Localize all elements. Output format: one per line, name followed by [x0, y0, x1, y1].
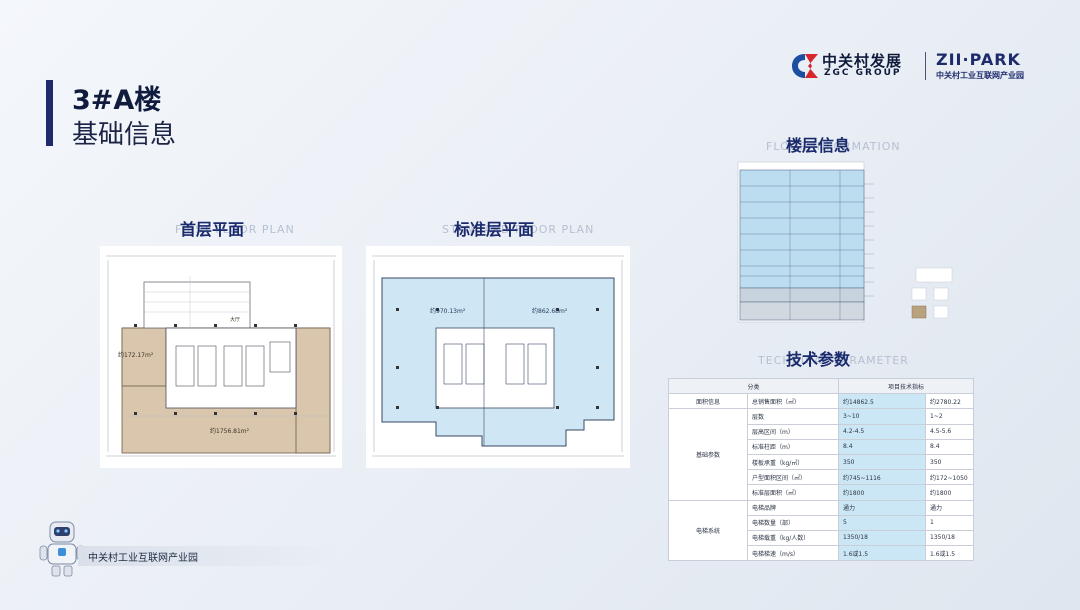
table-header-row: 分类 项目技术指标	[668, 377, 974, 395]
page-title: 3#A楼	[72, 85, 162, 116]
first-floor-title: 首层平面	[180, 220, 245, 239]
table-value-cell: 4.5-5.6	[925, 423, 974, 440]
table-group-cell: 面积信息	[668, 393, 748, 410]
table-row: 基础参数 层数 3~10 1~2	[668, 408, 974, 501]
table-value-cell: 约1800	[925, 484, 974, 501]
table-item-cell: 电梯载重（kg/人数）	[747, 529, 839, 547]
table-header-index: 项目技术指标	[838, 377, 974, 395]
table-value-cell: 通力	[838, 499, 926, 516]
table-row: 标准柱距（m） 8.4 8.4	[669, 438, 974, 455]
zgc-logo-icon	[792, 54, 818, 78]
standard-floor-plan	[366, 246, 630, 468]
table-item-cell: 总销售面积（㎡）	[747, 393, 839, 410]
floor-info-title: 楼层信息	[786, 136, 851, 155]
tech-title: 技术参数	[786, 350, 851, 369]
zgc-logo-en: ZGC GROUP	[824, 68, 902, 78]
table-row: 电梯梯速（m/s） 1.6或1.5 1.6或1.5	[669, 545, 974, 562]
table-item-cell: 户型面积区间（㎡）	[747, 469, 839, 486]
table-value-cell: 350	[838, 453, 926, 471]
table-value-cell: 4.2-4.5	[838, 423, 926, 440]
table-value-cell: 约14862.5	[838, 393, 926, 410]
zii-park-logo: ZII·PARK	[936, 50, 1021, 69]
zii-park-logo-cn: 中关村工业互联网产业园	[936, 71, 1024, 80]
table-value-cell: 约2780.22	[925, 393, 974, 410]
table-value-cell: 约745~1116	[838, 469, 926, 486]
table-group-cell: 电梯系统	[668, 499, 748, 562]
table-value-cell: 约172~1050	[925, 469, 974, 486]
first-floor-area-2: 约1756.81m²	[210, 428, 250, 435]
table-value-cell: 1.6或1.5	[925, 545, 974, 562]
table-group-cell: 基础参数	[668, 408, 748, 501]
page-subtitle: 基础信息	[72, 120, 177, 150]
tech-shadow-title: TECHNICAL PARAMETER	[758, 354, 909, 367]
table-value-cell: 1	[925, 514, 974, 531]
table-item-cell: 电梯梯速（m/s）	[747, 545, 839, 562]
table-item-cell: 楼板承重（kg/㎡）	[747, 453, 839, 471]
logo-divider	[925, 52, 926, 80]
table-value-cell: 5	[838, 514, 926, 531]
table-value-cell: 1.6或1.5	[838, 545, 926, 562]
building-elevation	[737, 161, 953, 323]
table-item-cell: 标准层面积（㎡）	[747, 484, 839, 501]
floor-info-shadow-title: FLOOR INFORMATION	[766, 140, 901, 153]
standard-floor-title: 标准层平面	[454, 220, 535, 239]
first-floor-shadow-title: FIRST FLOOR PLAN	[175, 223, 295, 236]
table-value-cell: 350	[925, 453, 974, 471]
table-row: 电梯系统 电梯品牌 通力 通力	[668, 499, 974, 562]
table-value-cell: 8.4	[838, 438, 926, 455]
tech-spec-table: 分类 项目技术指标 面积信息 总销售面积（㎡） 约14862.5 约2780.2…	[668, 377, 974, 562]
standard-floor-area-2: 约862.68m²	[532, 308, 568, 315]
table-header-category: 分类	[668, 377, 839, 395]
table-row: 楼板承重（kg/㎡） 350 350	[669, 453, 974, 471]
title-accent-bar	[46, 80, 53, 146]
zgc-logo-cn: 中关村发展	[822, 52, 903, 70]
table-value-cell: 8.4	[925, 438, 974, 455]
table-value-cell: 1350/18	[925, 529, 974, 547]
first-floor-area-1: 约172.17m²	[118, 352, 154, 359]
table-value-cell: 3~10	[838, 408, 926, 425]
table-item-cell: 电梯数量（部）	[747, 514, 839, 531]
table-row: 面积信息 总销售面积（㎡） 约14862.5 约2780.22	[668, 393, 974, 410]
table-item-cell: 电梯品牌	[747, 499, 839, 516]
footer-text: 中关村工业互联网产业园	[88, 553, 198, 564]
table-item-cell: 标准柱距（m）	[747, 438, 839, 455]
table-value-cell: 1350/18	[838, 529, 926, 547]
first-floor-lobby: 大厅	[230, 317, 241, 323]
first-floor-plan	[100, 246, 342, 468]
table-value-cell: 约1800	[838, 484, 926, 501]
table-value-cell: 通力	[925, 499, 974, 516]
table-row: 电梯载重（kg/人数） 1350/18 1350/18	[669, 529, 974, 547]
standard-floor-area-1: 约970.13m²	[430, 308, 466, 315]
table-value-cell: 1~2	[925, 408, 974, 425]
footer-strip	[78, 546, 338, 566]
table-item-cell: 层高区间（m）	[747, 423, 839, 440]
table-item-cell: 层数	[747, 408, 839, 425]
table-row: 层高区间（m） 4.2-4.5 4.5-5.6	[669, 423, 974, 440]
standard-floor-shadow-title: STANDARD FLOOR PLAN	[442, 223, 595, 236]
